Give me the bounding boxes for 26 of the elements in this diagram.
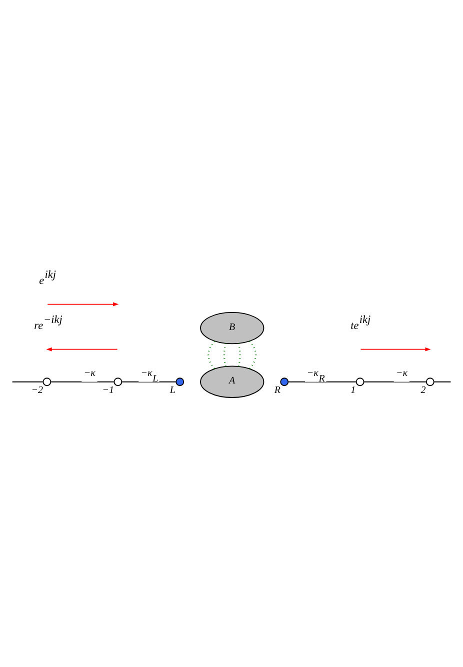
node-circle — [176, 377, 184, 386]
edge-label: −κ — [396, 368, 408, 379]
connector — [12, 380, 44, 382]
connector — [50, 380, 115, 382]
connector — [288, 380, 357, 382]
node-ellipse: B — [200, 311, 264, 344]
node-ellipse: A — [200, 365, 264, 398]
node-circle — [426, 377, 434, 386]
node-label: −2 — [31, 384, 44, 396]
connector — [238, 342, 241, 366]
node-circle — [114, 377, 122, 386]
connector — [249, 340, 257, 369]
connector — [433, 380, 452, 382]
node-circle — [42, 377, 52, 386]
node-label: 1 — [350, 384, 356, 396]
node-label: L — [170, 384, 176, 396]
node-label: 2 — [420, 384, 426, 396]
node-label: −1 — [102, 384, 114, 396]
connector — [363, 380, 427, 382]
connector — [223, 342, 226, 366]
node-label: R — [274, 384, 280, 396]
connector — [208, 340, 216, 369]
connector — [121, 380, 176, 382]
edge-label: −κ — [84, 368, 96, 379]
node-circle — [280, 377, 289, 386]
node-circle — [356, 377, 364, 386]
